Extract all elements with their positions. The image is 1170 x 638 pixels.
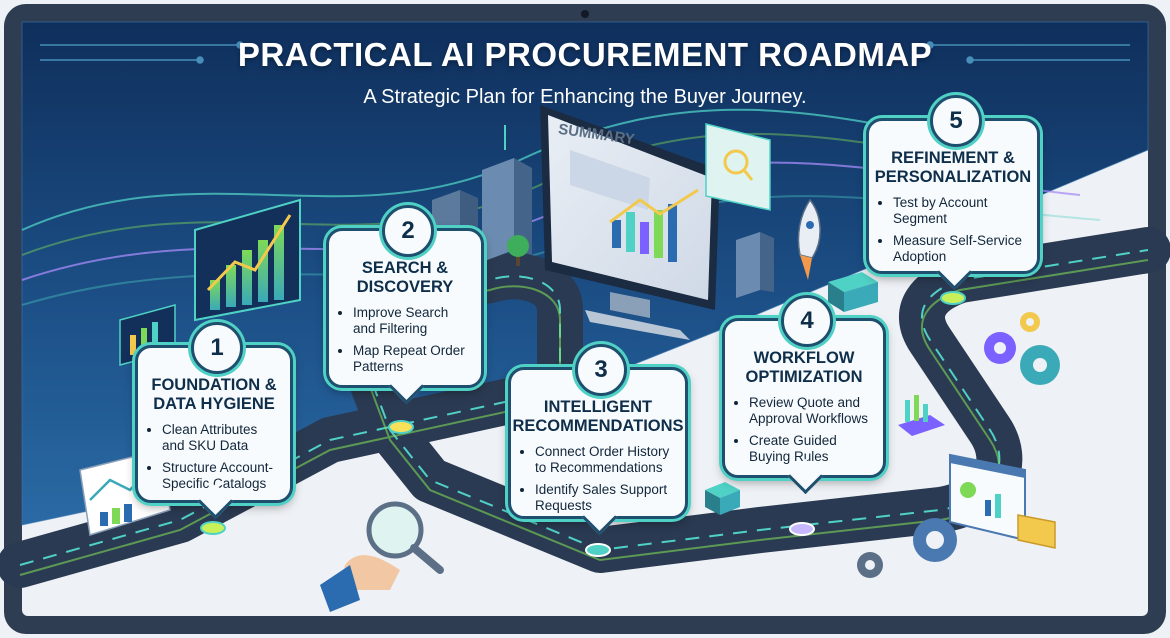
step-title: WORKFLOW OPTIMIZATION — [725, 349, 883, 387]
step-number-badge: 5 — [930, 95, 982, 147]
road-path — [0, 227, 1170, 588]
step-bullets: Test by Account Segment Measure Self-Ser… — [869, 195, 1037, 265]
page-title: PRACTICAL AI PROCUREMENT ROADMAP — [237, 36, 933, 73]
step-bullet: Measure Self-Service Adoption — [893, 233, 1027, 265]
step-title: INTELLIGENT RECOMMENDATIONS — [511, 398, 685, 436]
step-bullet: Identify Sales Support Requests — [535, 482, 675, 514]
monitor-icon — [540, 105, 720, 340]
step-title-line: WORKFLOW — [753, 349, 855, 367]
step-bullets: Clean Attributes and SKU Data Structure … — [138, 422, 290, 492]
rocket-icon — [797, 198, 821, 280]
step-card-2: 2 SEARCH & DISCOVERY Improve Search and … — [326, 205, 484, 388]
dashboard-window-icon — [949, 453, 1026, 542]
step-number-badge: 1 — [191, 322, 243, 374]
step-title-line: FOUNDATION & — [151, 376, 277, 394]
step-bullet: Test by Account Segment — [893, 195, 1027, 227]
page-subtitle: A Strategic Plan for Enhancing the Buyer… — [363, 86, 807, 108]
step-title: SEARCH & DISCOVERY — [329, 259, 481, 297]
step-bullets: Connect Order History to Recommendations… — [511, 444, 685, 514]
magnifier-icon — [320, 501, 444, 612]
step-bullet: Map Repeat Order Patterns — [353, 343, 471, 375]
circuit-lines — [40, 41, 1130, 64]
gear-cluster-icon — [857, 518, 957, 578]
step-number-badge: 2 — [382, 205, 434, 257]
step-title-line: REFINEMENT & — [891, 149, 1015, 167]
step-bullet: Structure Account-Specific Catalogs — [162, 460, 280, 492]
step-bullets: Improve Search and Filtering Map Repeat … — [329, 305, 481, 375]
bar-block-icon — [898, 395, 945, 436]
milestone-markers — [200, 291, 966, 557]
step-title-line: OPTIMIZATION — [745, 368, 863, 386]
step-bullet: Review Quote and Approval Workflows — [749, 395, 873, 427]
step-title-line: DISCOVERY — [356, 278, 454, 296]
step-number-badge: 3 — [575, 344, 627, 396]
step-bullet: Improve Search and Filtering — [353, 305, 471, 337]
step-title-line: SEARCH & — [361, 259, 449, 277]
webcam-icon — [581, 10, 589, 18]
step-bullet: Create Guided Buying Rules — [749, 433, 873, 465]
step-title: REFINEMENT & PERSONALIZATION — [869, 149, 1037, 187]
gear-icon — [984, 312, 1060, 385]
step-card-3: 3 INTELLIGENT RECOMMENDATIONS Connect Or… — [508, 344, 688, 519]
step-title-line: RECOMMENDATIONS — [512, 417, 684, 435]
step-title-line: INTELLIGENT — [543, 398, 653, 416]
tree-icon — [507, 235, 529, 266]
step-card-1: 1 FOUNDATION & DATA HYGIENE Clean Attrib… — [135, 322, 293, 503]
search-panel-icon — [705, 123, 771, 211]
step-card-5: 5 REFINEMENT & PERSONALIZATION Test by A… — [866, 95, 1040, 274]
step-bullet: Connect Order History to Recommendations — [535, 444, 675, 476]
step-title: FOUNDATION & DATA HYGIENE — [138, 376, 290, 414]
step-bullet: Clean Attributes and SKU Data — [162, 422, 280, 454]
step-title-line: PERSONALIZATION — [874, 168, 1032, 186]
step-bullets: Review Quote and Approval Workflows Crea… — [725, 395, 883, 465]
folder-icon — [1017, 514, 1056, 549]
step-card-4: 4 WORKFLOW OPTIMIZATION Review Quote and… — [722, 295, 886, 478]
server-stack-icon — [828, 272, 878, 312]
bar-chart-icon — [194, 198, 301, 322]
step-number-badge: 4 — [781, 295, 833, 347]
cube-icon — [705, 482, 740, 515]
step-title-line: DATA HYGIENE — [153, 395, 275, 413]
